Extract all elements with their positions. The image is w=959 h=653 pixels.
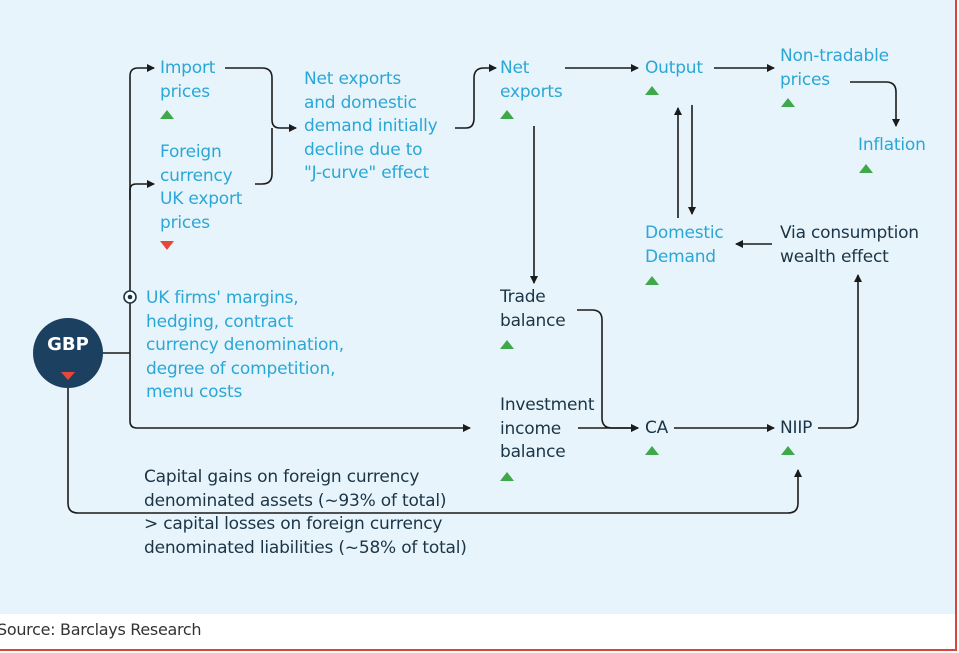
edge-bracket-lower [255, 128, 273, 185]
source-note: Source: Barclays Research [0, 620, 202, 639]
net-exports-up-arrow-icon [500, 110, 514, 119]
output-label: Output [645, 58, 703, 78]
niip-label: NIIP [780, 418, 813, 438]
consumption-wealth-label: Via consumption wealth effect [780, 223, 919, 267]
gbp-node: GBP [33, 318, 103, 388]
import-prices-up-arrow-icon [160, 110, 174, 119]
foreign-currency-export-label: Foreign currency UK export prices [160, 142, 243, 233]
ca-up-arrow-icon [645, 446, 659, 455]
niip-up-arrow-icon [781, 446, 795, 455]
non-tradable-up-arrow-icon [781, 98, 795, 107]
gbp-label: GBP [47, 334, 89, 355]
net-exports-label: Net exports [500, 58, 563, 102]
edge-trunk-investment [129, 353, 471, 432]
inflation-label: Inflation [858, 135, 926, 155]
edge-niip-consumption [818, 274, 862, 429]
edge-nontradable-inflation [850, 81, 900, 127]
edge-jcurve-netexports [455, 64, 497, 129]
trade-balance-up-arrow-icon [500, 340, 514, 349]
edge-bracket [225, 67, 297, 132]
import-prices-label: Import prices [160, 58, 216, 102]
trade-balance-label: Trade balance [500, 287, 566, 331]
net-exports-decline-label: Net exports and domestic demand initiall… [304, 69, 438, 183]
ca-label: CA [645, 418, 669, 438]
domestic-demand-label: Domestic Demand [645, 223, 724, 267]
domestic-demand-up-arrow-icon [645, 276, 659, 285]
edge-trunk-foreign [129, 180, 155, 200]
edge-trunk-import [129, 64, 155, 353]
output-up-arrow-icon [645, 86, 659, 95]
edge-gbp-capital [67, 388, 802, 514]
investment-income-label: Investment income balance [500, 395, 595, 462]
inflation-up-arrow-icon [859, 164, 873, 173]
capital-gains-label: Capital gains on foreign currency denomi… [144, 467, 467, 558]
non-tradable-prices-label: Non-tradable prices [780, 46, 889, 90]
foreign-export-down-arrow-icon [160, 241, 174, 250]
connector-lines [67, 64, 900, 514]
uk-firms-margins-label: UK firms' margins, hedging, contract cur… [146, 288, 344, 402]
investment-income-up-arrow-icon [500, 472, 514, 481]
diagram-panel: GBP Import prices Foreign currency UK ex… [0, 0, 955, 614]
gbp-down-arrow-icon [61, 372, 75, 380]
